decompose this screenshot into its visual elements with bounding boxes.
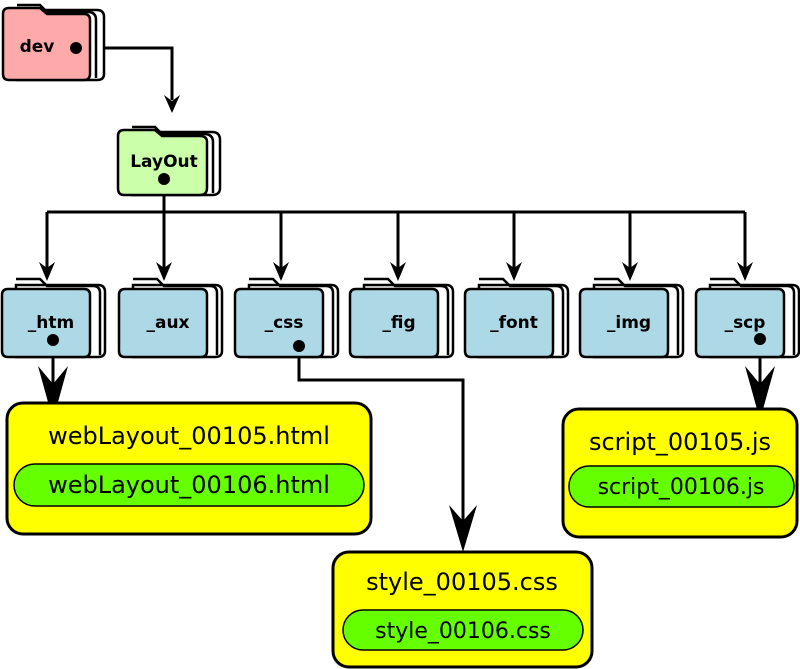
folder-scp-label: _scp [725,313,766,333]
subfolder-row: _htm _aux _css _fig _font _img _scp [0,277,800,359]
folder-layout-label: LayOut [130,152,198,172]
folder-dev-label: dev [20,37,55,57]
folder-aux[interactable]: _aux [117,277,224,359]
file-js-secondary[interactable]: script_00106.js [598,475,765,500]
file-html-primary[interactable]: webLayout_00105.html [48,422,330,450]
arrowhead-layout [164,95,180,113]
file-html-secondary[interactable]: webLayout_00106.html [48,471,330,499]
file-group-js: script_00105.js script_00106.js [561,407,799,539]
folder-htm-label: _htm [28,313,74,333]
folder-fig-label: _fig [382,313,415,333]
file-html-secondary-pill[interactable] [13,463,365,507]
folder-layout[interactable]: LayOut [116,125,222,197]
connector-dev-layout [76,46,174,100]
folder-img-label: _img [607,313,651,333]
folder-fig[interactable]: _fig [348,277,455,359]
connector-css-files [297,346,477,552]
folder-font[interactable]: _font [463,277,570,359]
folder-img[interactable]: _img [578,277,685,359]
file-css-secondary-pill[interactable] [342,609,584,651]
folder-font-label: _font [490,313,538,333]
folder-htm[interactable]: _htm [0,277,107,359]
folder-css-label: _css [265,313,304,333]
folder-htm-anchor [47,334,59,346]
file-group-css: style_00105.css style_00106.css [331,550,594,669]
folder-aux-label: _aux [146,313,189,333]
child-arrowheads [39,262,753,281]
file-css-secondary[interactable]: style_00106.css [375,619,551,644]
folder-layout-anchor [158,173,170,185]
file-css-primary[interactable]: style_00105.css [366,568,558,596]
folder-dev-anchor [70,42,82,54]
folder-css[interactable]: _css [233,277,340,359]
file-group-html: webLayout_00105.html webLayout_00106.htm… [5,401,373,536]
folder-css-anchor [293,340,305,352]
folder-dev[interactable]: dev [1,3,106,82]
file-js-secondary-pill[interactable] [568,465,795,508]
file-js-primary[interactable]: script_00105.js [589,428,771,456]
folder-scp[interactable]: _scp [694,277,800,359]
folder-scp-anchor [754,333,766,345]
